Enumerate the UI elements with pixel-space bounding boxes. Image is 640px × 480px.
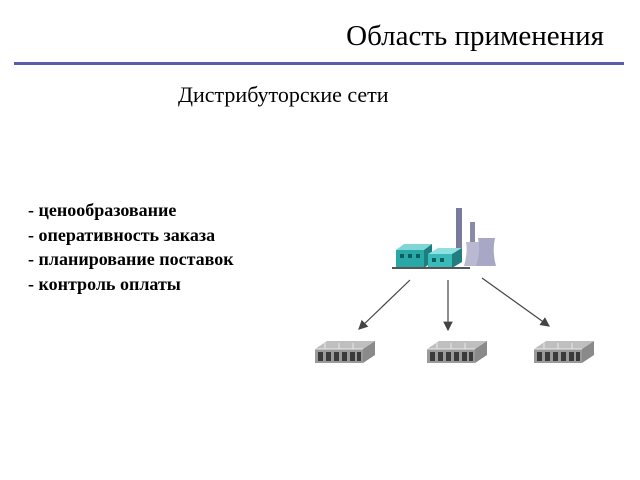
bullet-item-payment-control: - контроль оплаты [28, 273, 181, 294]
arrow-to-warehouse-right [481, 277, 550, 327]
factory-icon [392, 208, 496, 269]
warehouse-icon [314, 340, 376, 364]
slide-title: Область применения [346, 20, 604, 52]
bullet-item-order-speed: - оперативность заказа [28, 224, 216, 245]
warehouse-icon [533, 340, 595, 364]
warehouse-icon [426, 340, 488, 364]
arrow-to-warehouse-left [358, 279, 411, 330]
slide-subtitle: Дистрибуторские сети [178, 82, 389, 107]
bullet-item-pricing: - ценообразование [28, 200, 177, 220]
title-divider [14, 62, 624, 65]
bullet-list: - ценообразование - оперативность заказа… [28, 198, 234, 296]
bullet-item-supply-planning: - планирование поставок [28, 249, 234, 269]
